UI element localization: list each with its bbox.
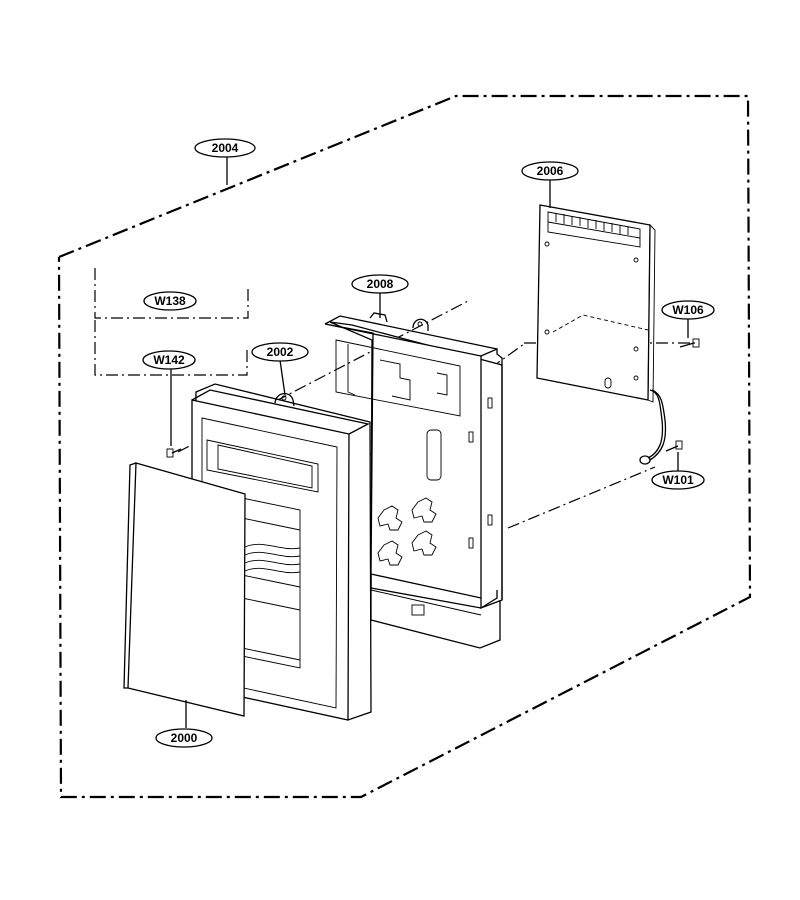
- callout-2006: 2006: [521, 161, 579, 181]
- screw-w142: [166, 448, 182, 458]
- pcb-board: [536, 204, 656, 403]
- subgroup-boundary-2: [94, 320, 248, 376]
- ground-wire: [639, 389, 667, 465]
- callout-2000: 2000: [155, 728, 213, 748]
- callout-2004-text: 2004: [212, 141, 239, 155]
- overlay-sheet: [123, 462, 246, 717]
- callout-2004: 2004: [194, 138, 256, 158]
- callout-2008-text: 2008: [367, 277, 394, 291]
- screw-w106: [679, 338, 700, 348]
- callout-w138: W138: [143, 291, 197, 311]
- callout-w142-text: W142: [153, 353, 185, 367]
- callout-2002-text: 2002: [267, 345, 294, 359]
- callout-2000-text: 2000: [171, 731, 198, 745]
- callout-2002: 2002: [251, 342, 309, 362]
- callout-w101: W101: [651, 470, 705, 490]
- callout-2006-text: 2006: [537, 164, 564, 178]
- callout-w106: W106: [661, 300, 715, 320]
- screw-w101: [665, 440, 683, 452]
- callout-w138-text: W138: [154, 294, 186, 308]
- callout-w101-text: W101: [662, 473, 694, 487]
- callout-w106-text: W106: [672, 303, 704, 317]
- mounting-frame: [324, 312, 503, 649]
- assembly-boundary: [57, 94, 752, 799]
- subgroup-boundary: [94, 268, 249, 319]
- leader-lines: [170, 155, 689, 728]
- callout-2008: 2008: [351, 274, 409, 294]
- callout-w142: W142: [142, 350, 196, 370]
